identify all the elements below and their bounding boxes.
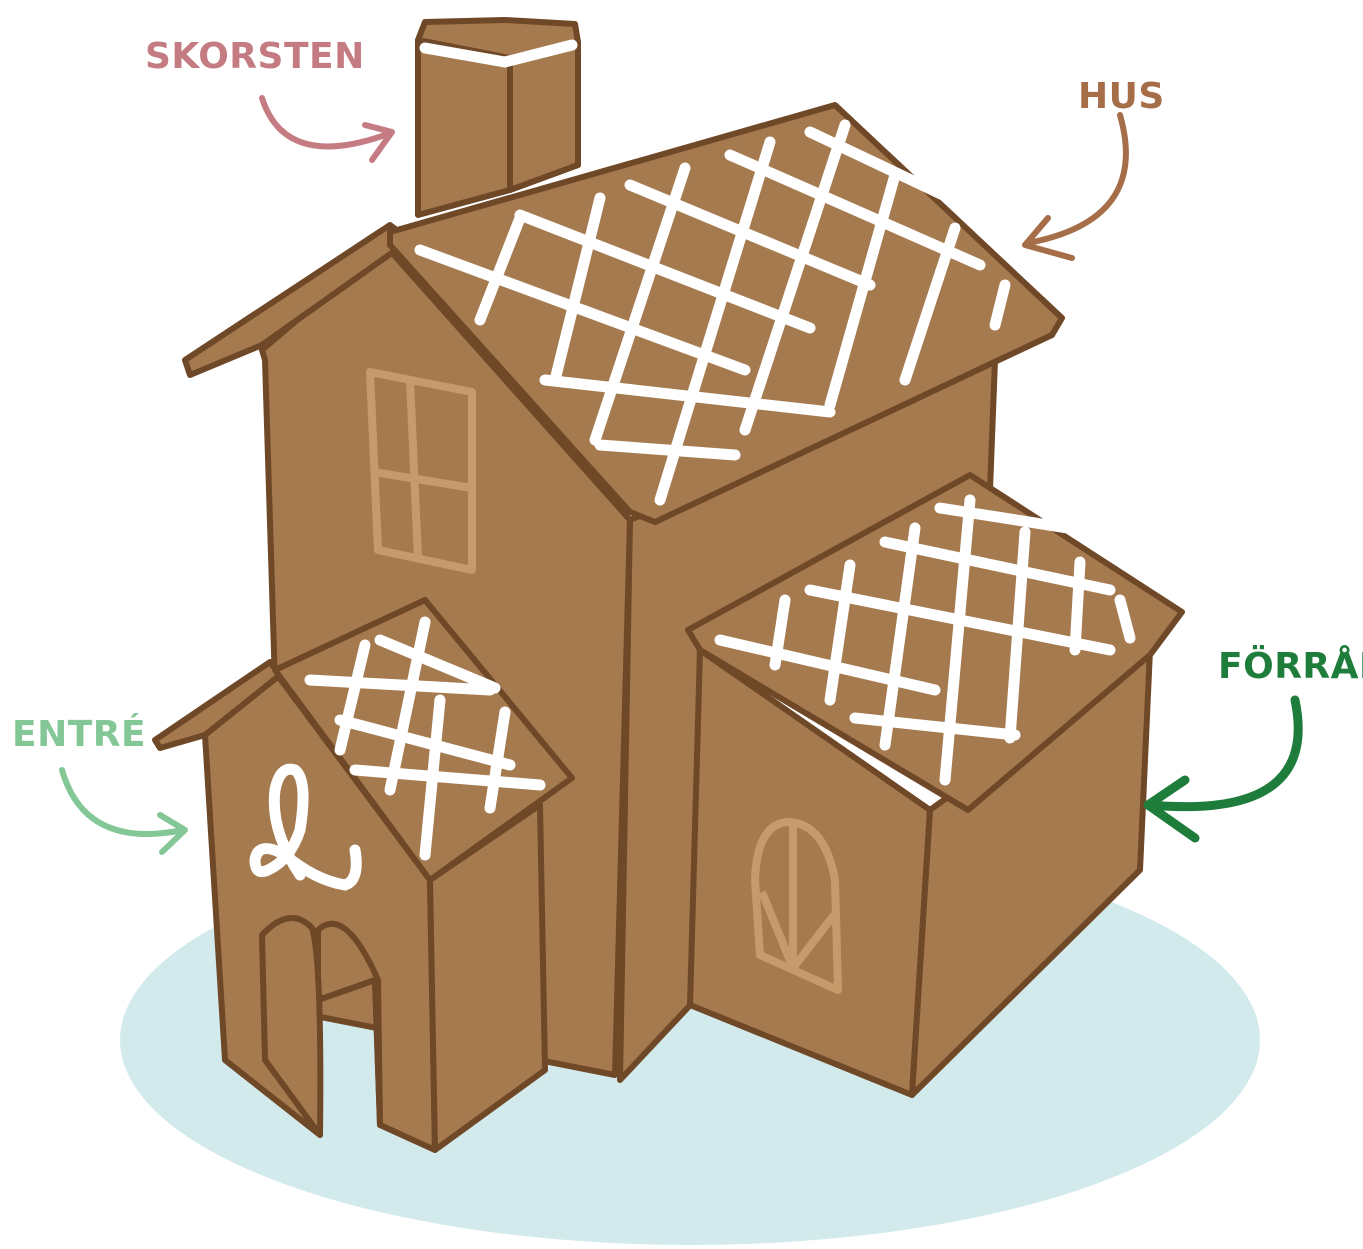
arrow-to-entrance <box>62 770 183 834</box>
arrow-to-chimney <box>262 98 385 146</box>
chimney-callout: SKORSTEN <box>145 36 392 160</box>
label-hus: HUS <box>1078 76 1165 117</box>
house-callout: HUS <box>1025 76 1165 258</box>
label-skorsten: SKORSTEN <box>145 36 365 77</box>
storage-callout: FÖRRÅD <box>1148 645 1363 838</box>
label-forrad: FÖRRÅD <box>1218 645 1363 687</box>
label-entre: ENTRÉ <box>12 713 146 755</box>
